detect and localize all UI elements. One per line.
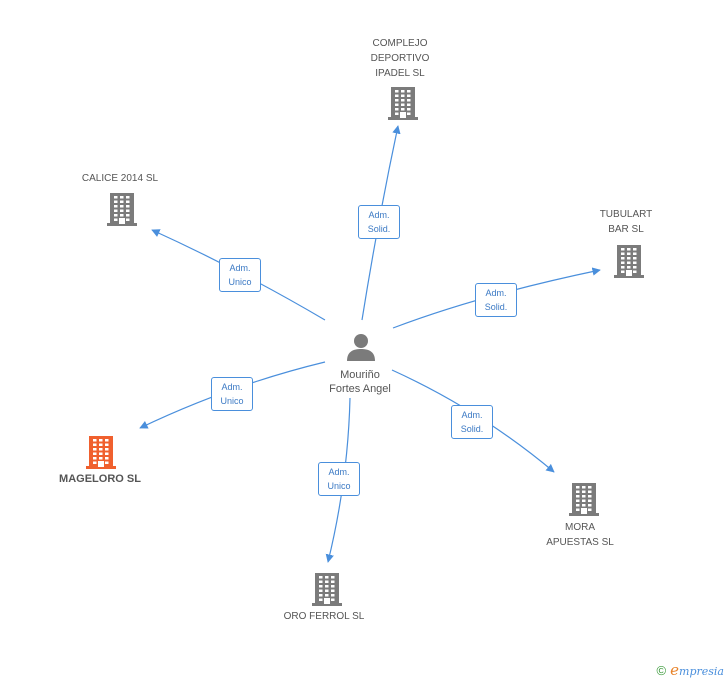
empresia-logo: empresia xyxy=(670,661,724,679)
company-name-oroferrol[interactable]: ORO FERROL SL xyxy=(283,611,365,622)
role-badge-mageloro: Adm. Unico xyxy=(211,377,253,411)
building-icon[interactable] xyxy=(86,435,116,469)
role-badge-mora: Adm. Solid. xyxy=(451,405,493,439)
company-name-complejo[interactable]: COMPLEJO DEPORTIVO IPADEL SL xyxy=(370,38,430,79)
company-name-mora[interactable]: MORA APUESTAS SL xyxy=(546,522,614,548)
person-icon[interactable] xyxy=(346,332,376,362)
role-badge-calice: Adm. Unico xyxy=(219,258,261,292)
center-person-name[interactable]: Mouriño Fortes Angel xyxy=(329,369,391,395)
company-name-calice[interactable]: CALICE 2014 SL xyxy=(81,173,159,184)
role-badge-oroferrol: Adm. Unico xyxy=(318,462,360,496)
role-badge-tubulart: Adm. Solid. xyxy=(475,283,517,317)
company-name-mageloro[interactable]: MAGELORO SL xyxy=(59,473,141,485)
building-icon[interactable] xyxy=(569,482,599,516)
copyright-icon: © xyxy=(656,662,667,678)
building-icon[interactable] xyxy=(312,572,342,606)
role-badge-complejo: Adm. Solid. xyxy=(358,205,400,239)
company-name-tubulart[interactable]: TUBULART BAR SL xyxy=(599,209,653,235)
footer-brand: © empresia xyxy=(657,661,724,679)
building-icon[interactable] xyxy=(388,86,418,120)
building-icon[interactable] xyxy=(107,192,137,226)
building-icon[interactable] xyxy=(614,244,644,278)
